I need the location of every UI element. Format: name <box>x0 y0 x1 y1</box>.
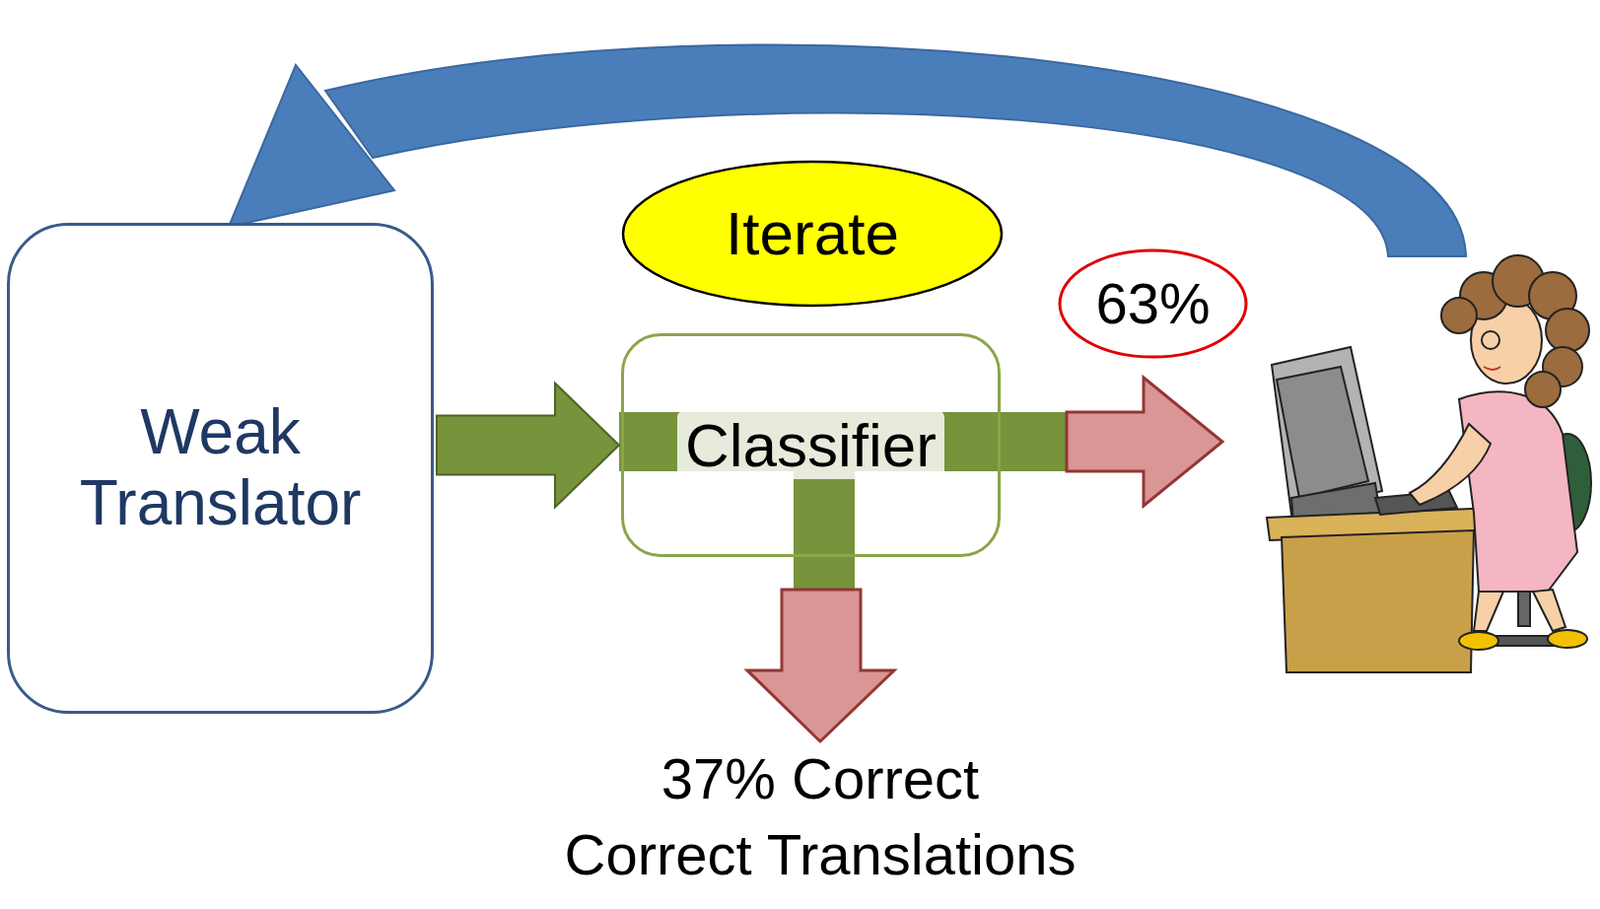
hair <box>1441 255 1590 408</box>
node-label: Iterate <box>675 199 950 268</box>
output-arrow <box>747 589 895 742</box>
leg <box>1532 589 1566 631</box>
percent-ellipse-shape <box>1059 250 1247 357</box>
node-label: Weak Translator <box>29 397 412 539</box>
node-label: 63% <box>1083 272 1223 337</box>
iterate-ellipse: Iterate <box>621 159 1004 308</box>
translator-person <box>1266 255 1592 673</box>
iterate-ellipse-shape <box>623 161 1002 306</box>
flow-stem <box>793 469 855 592</box>
node-label: Classifier <box>677 411 945 480</box>
percent-ellipse: 63% <box>1057 248 1249 359</box>
result-label: Correct Translations <box>564 823 1077 887</box>
mouth <box>1483 366 1501 370</box>
shoe <box>1547 629 1588 648</box>
output-arrow <box>1066 377 1223 506</box>
desk-front <box>1281 530 1474 673</box>
dress <box>1459 391 1578 592</box>
glasses <box>1481 331 1500 349</box>
classifier-box: Classifier <box>621 333 1001 557</box>
feedback-arrow-head <box>228 65 395 227</box>
shoe <box>1459 631 1499 650</box>
flow-arrow <box>436 383 620 508</box>
arm <box>1409 423 1491 505</box>
leg <box>1473 591 1504 631</box>
monitor-screen <box>1276 366 1369 498</box>
process-box: Weak Translator <box>6 222 434 714</box>
result-label: 37% Correct <box>661 747 979 811</box>
